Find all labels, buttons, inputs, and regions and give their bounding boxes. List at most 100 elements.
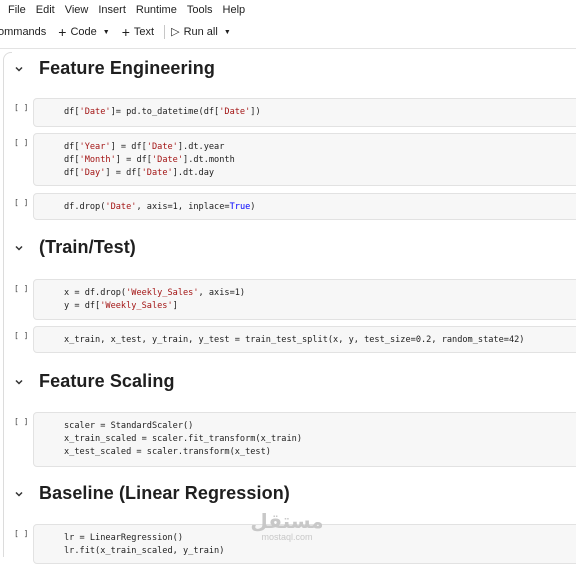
section-title: Feature Scaling: [39, 371, 175, 391]
code-token: True: [229, 202, 251, 212]
code-token: 'Weekly_Sales': [100, 301, 173, 311]
code-token: ]: [172, 301, 178, 311]
commands-button[interactable]: ommands: [0, 26, 46, 38]
watermark: مستقل mostaql.com: [250, 510, 324, 542]
code-token: x_train, x_test, y_train, y_test = train…: [64, 335, 525, 345]
code-token: ] = df[: [115, 155, 152, 165]
menu-insert[interactable]: Insert: [98, 4, 126, 16]
code-token: ]= pd.to_datetime(df[: [110, 107, 220, 117]
menu-help[interactable]: Help: [222, 4, 246, 16]
add-text-label: Text: [133, 26, 155, 38]
code-line: y = df['Weekly_Sales']: [64, 300, 576, 313]
chevron-down-icon[interactable]: [14, 377, 39, 387]
run-cell-indicator[interactable]: [ ]: [14, 284, 29, 293]
run-cell-indicator[interactable]: [ ]: [14, 417, 29, 426]
code-token: ].dt.month: [183, 155, 235, 165]
play-icon: ▷: [171, 25, 180, 38]
add-code-label: Code: [70, 26, 97, 38]
toolbar: ommands + Code ▼ + Text ▷ Run all ▼: [0, 20, 576, 44]
code-line: x_train, x_test, y_train, y_test = train…: [64, 334, 576, 347]
section-heading: Feature Scaling: [14, 371, 175, 392]
code-token: 'Day': [79, 168, 106, 178]
code-token: , axis=1, inplace=: [136, 202, 230, 212]
code-token: 'Date': [141, 168, 173, 178]
code-editor[interactable]: x = df.drop( 'Weekly_Sales' , axis=1) y = d…: [34, 287, 576, 313]
code-cell[interactable]: x_train, x_test, y_train, y_test = train…: [33, 326, 576, 353]
code-token: x_train_scaled = scaler.fit_transform(x_…: [64, 434, 302, 444]
watermark-arabic: مستقل: [250, 509, 324, 533]
code-line: lr.fit(x_train_scaled, y_train): [64, 545, 576, 558]
run-cell-indicator[interactable]: [ ]: [14, 198, 29, 207]
section-title: Feature Engineering: [39, 58, 215, 78]
code-editor[interactable]: df['Date']= pd.to_datetime(df['Date']): [34, 106, 576, 119]
code-editor[interactable]: scaler = StandardScaler() x_train_scaled …: [34, 420, 576, 459]
code-token: 'Date': [151, 155, 184, 165]
add-text-button[interactable]: + Text: [122, 25, 154, 39]
code-line: df['Date']= pd.to_datetime(df['Date']): [64, 106, 576, 119]
section-heading: (Train/Test): [14, 237, 136, 258]
code-token: df.drop(: [64, 202, 106, 212]
toolbar-divider: [164, 25, 166, 39]
code-token: 'Month': [79, 155, 116, 165]
code-token: ].dt.day: [172, 168, 215, 178]
code-cell[interactable]: df['Date']= pd.to_datetime(df['Date']): [33, 98, 576, 127]
menu-tools[interactable]: Tools: [186, 4, 213, 16]
menu-file[interactable]: File: [8, 4, 26, 16]
section-title: Baseline (Linear Regression): [39, 483, 290, 503]
code-cell[interactable]: df.drop('Date', axis=1, inplace=True): [33, 193, 576, 220]
code-line: df['Month'] = df['Date'].dt.month: [64, 154, 576, 167]
code-cell[interactable]: scaler = StandardScaler() x_train_scaled …: [33, 412, 576, 467]
commands-label: ommands: [0, 26, 47, 38]
code-token: , axis=1): [198, 288, 246, 298]
run-all-button[interactable]: ▷ Run all ▼: [171, 26, 231, 38]
run-cell-indicator[interactable]: [ ]: [14, 331, 29, 340]
code-token: 'Year': [79, 142, 111, 152]
notebook-edge: [3, 52, 12, 557]
caret-down-icon[interactable]: ▼: [223, 28, 231, 36]
code-token: df[: [64, 107, 80, 117]
chevron-down-icon[interactable]: [14, 489, 39, 499]
code-line: lr = LinearRegression(): [64, 532, 576, 545]
code-token: ].dt.year: [177, 142, 225, 152]
code-token: ): [250, 202, 256, 212]
code-token: lr.fit(x_train_scaled, y_train): [64, 546, 225, 556]
add-code-button[interactable]: + Code ▼: [58, 25, 109, 39]
run-all-label: Run all: [183, 26, 218, 38]
section-title: (Train/Test): [39, 237, 136, 257]
plus-icon: +: [121, 24, 130, 40]
code-token: df[: [64, 142, 80, 152]
run-cell-indicator[interactable]: [ ]: [14, 103, 29, 112]
code-editor[interactable]: lr = LinearRegression() lr.fit(x_train_sc…: [34, 532, 576, 558]
section-heading: Feature Engineering: [14, 58, 215, 79]
code-cell[interactable]: x = df.drop( 'Weekly_Sales' , axis=1) y = d…: [33, 279, 576, 320]
code-token: x = df.drop(: [64, 288, 127, 298]
code-line: df['Year'] = df['Date'].dt.year: [64, 141, 576, 154]
menu-bar: File Edit View Insert Runtime Tools Help: [0, 0, 576, 20]
menu-runtime[interactable]: Runtime: [135, 4, 177, 16]
code-line: x_test_scaled = scaler.transform(x_test): [64, 446, 576, 459]
menu-edit[interactable]: Edit: [35, 4, 55, 16]
code-editor[interactable]: df.drop('Date', axis=1, inplace=True): [34, 201, 576, 214]
run-cell-indicator[interactable]: [ ]: [14, 138, 29, 147]
code-token: ] = df[: [105, 168, 142, 178]
code-token: df[: [64, 155, 80, 165]
run-cell-indicator[interactable]: [ ]: [14, 529, 29, 538]
code-line: df.drop('Date', axis=1, inplace=True): [64, 201, 576, 214]
code-token: ] = df[: [110, 142, 147, 152]
plus-icon: +: [58, 24, 67, 40]
code-line: df['Day'] = df['Date'].dt.day: [64, 167, 576, 180]
chevron-down-icon[interactable]: [14, 243, 39, 253]
caret-down-icon[interactable]: ▼: [102, 28, 110, 36]
code-token: ]): [250, 107, 261, 117]
chevron-down-icon[interactable]: [14, 64, 39, 74]
code-token: x_test_scaled = scaler.transform(x_test): [64, 447, 271, 457]
code-token: lr = LinearRegression(): [64, 533, 183, 543]
code-token: y = df[: [64, 301, 101, 311]
code-token: 'Date': [79, 107, 111, 117]
code-line: x_train_scaled = scaler.fit_transform(x_…: [64, 433, 576, 446]
code-editor[interactable]: x_train, x_test, y_train, y_test = train…: [34, 334, 576, 347]
menu-view[interactable]: View: [64, 4, 89, 16]
code-token: scaler = StandardScaler(): [64, 421, 194, 431]
